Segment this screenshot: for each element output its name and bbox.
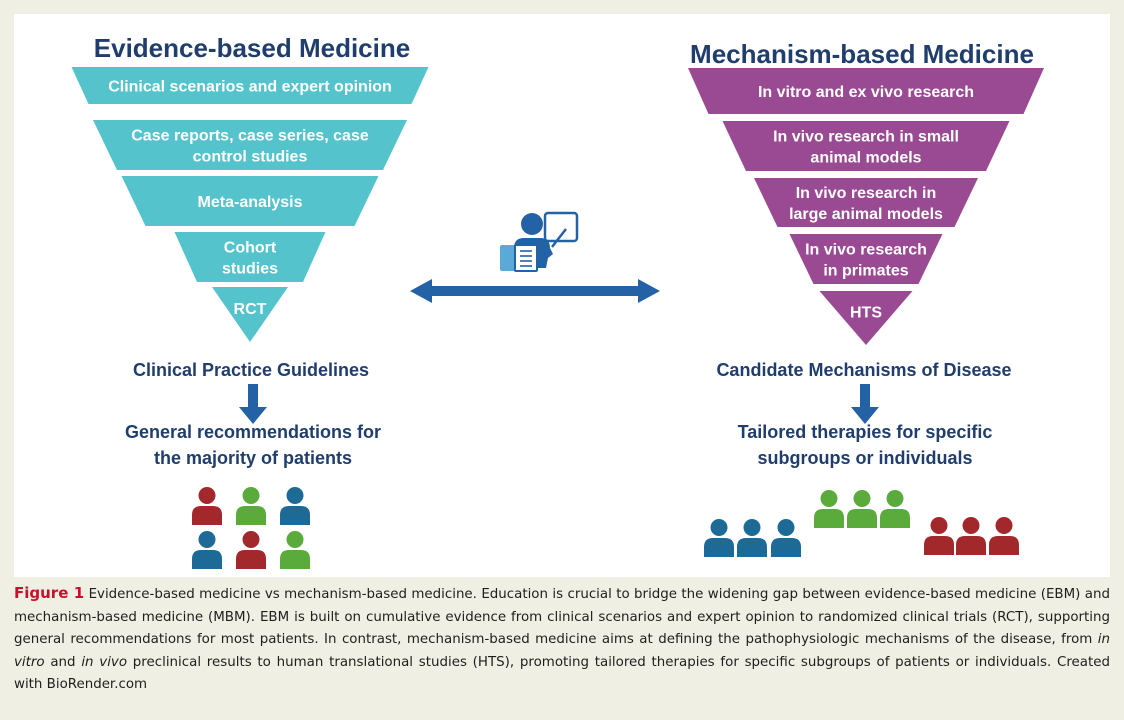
ebm-level-label: Clinical scenarios and expert opinion (108, 79, 392, 96)
person-icon (847, 490, 877, 528)
person-icon (956, 517, 986, 555)
ebm-level-label: RCT (234, 301, 267, 318)
person-icon (737, 519, 767, 557)
mbm-level-label: In vitro and ex vivo research (758, 84, 974, 101)
mbm-outcome: Candidate Mechanisms of Disease (716, 360, 1011, 380)
person-icon (192, 487, 222, 525)
ebm-result: the majority of patients (154, 448, 352, 468)
person-icon (704, 519, 734, 557)
caption-text: Evidence-based medicine vs mechanism-bas… (14, 587, 1110, 692)
mbm-pyramid: In vitro and ex vivo research In vivo res… (688, 68, 1044, 345)
person-icon (814, 490, 844, 528)
mbm-result: subgroups or individuals (757, 448, 972, 468)
ebm-level-label: control studies (193, 149, 308, 166)
mbm-level-label: In vivo research (805, 242, 927, 259)
figure-caption: Figure 1 Evidence-based medicine vs mech… (14, 582, 1110, 697)
ebm-level-label: Case reports, case series, case (131, 128, 369, 145)
person-icon (771, 519, 801, 557)
ebm-level-1 (71, 67, 429, 104)
person-icon (236, 487, 266, 525)
person-icon (192, 531, 222, 569)
mbm-level-label: in primates (823, 263, 908, 280)
diagram: Clinical scenarios and expert opinionCas… (71, 33, 1044, 569)
mbm-result: Tailored therapies for specific (738, 422, 993, 442)
caption-italic-term: in vivo (81, 654, 128, 670)
person-icon (236, 531, 266, 569)
person-icon (280, 531, 310, 569)
double-headed-arrow (410, 279, 660, 303)
ebm-level-3 (121, 176, 379, 226)
ebm-result: General recommendations for (125, 422, 381, 442)
caption-run: preclinical results to human translation… (14, 654, 1110, 693)
caption-italic-term: in vitro (14, 632, 1110, 670)
ebm-level-2 (93, 120, 407, 170)
mbm-down-arrow (851, 384, 879, 424)
mbm-level-label: animal models (810, 150, 921, 167)
ebm-level-label: Cohort (224, 240, 277, 257)
caption-run: Evidence-based medicine vs mechanism-bas… (14, 587, 1110, 647)
mbm-level-5 (819, 291, 913, 345)
ebm-level-label: studies (222, 261, 278, 278)
mbm-level-4 (789, 234, 943, 284)
mbm-level-label: large animal models (789, 206, 943, 223)
mbm-level-label: In vivo research in small (773, 129, 959, 146)
ebm-outcome: Clinical Practice Guidelines (133, 360, 369, 380)
caption-run: and (44, 654, 82, 670)
ebm-level-4 (174, 232, 326, 282)
mbm-level-1 (688, 68, 1044, 114)
mbm-level-label: HTS (850, 305, 882, 322)
person-icon (924, 517, 954, 555)
ebm-level-label: Meta-analysis (198, 194, 303, 211)
figure-label: Figure 1 (14, 584, 85, 602)
mbm-title: Mechanism-based Medicine (690, 39, 1034, 69)
mbm-level-label: In vivo research in (796, 185, 937, 202)
teacher-presentation-icon (500, 211, 579, 272)
person-icon (280, 487, 310, 525)
person-icon (989, 517, 1019, 555)
ebm-pyramid: Clinical scenarios and expert opinionCas… (71, 67, 429, 342)
ebm-title: Evidence-based Medicine (94, 33, 410, 63)
ebm-down-arrow (239, 384, 267, 424)
person-icon (880, 490, 910, 528)
mbm-level-2 (722, 121, 1010, 171)
mbm-level-3 (754, 178, 978, 227)
ebm-level-5 (212, 287, 288, 342)
